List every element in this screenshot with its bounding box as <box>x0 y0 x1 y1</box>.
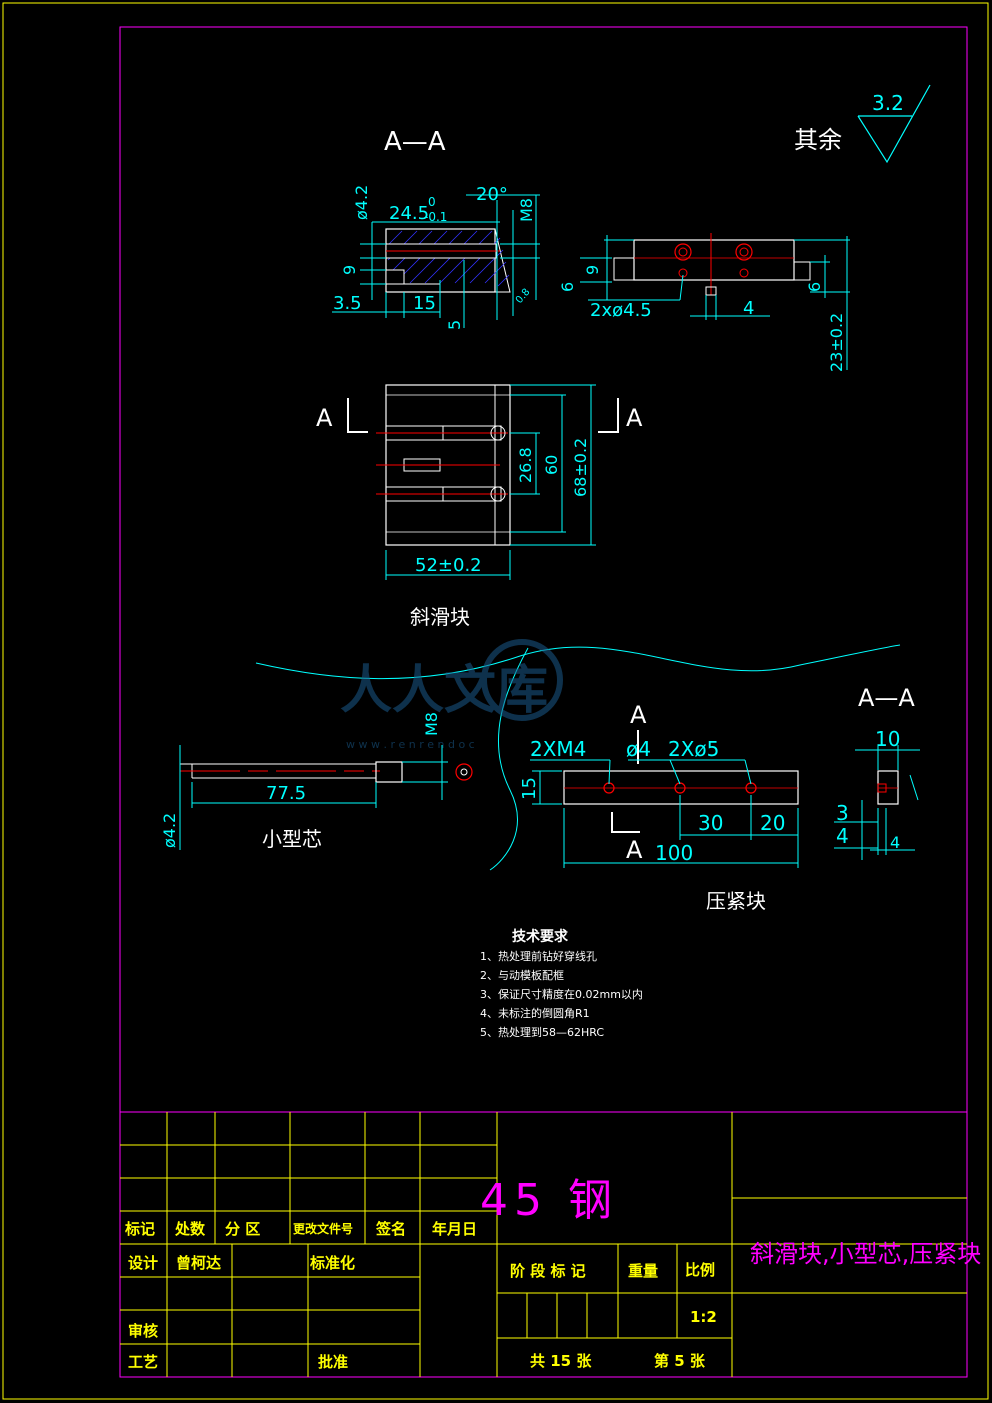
dim-35: 3.5 <box>333 293 362 314</box>
press-dim-4b: 4 <box>890 833 900 852</box>
view-label-a-left: A <box>316 404 333 432</box>
section-label-aa: A—A <box>384 127 446 157</box>
press-view-label-top: A <box>630 701 647 729</box>
dim-9b: 9 <box>583 265 602 275</box>
watermark-text: 人人文库 <box>340 661 548 721</box>
designer-name: 曾柯达 <box>176 1254 221 1272</box>
header-signature: 签名 <box>375 1220 406 1238</box>
part-name: 斜滑块,小型芯,压紧块 <box>750 1240 981 1268</box>
dim-d42: ø4.2 <box>352 185 371 220</box>
header-change-doc: 更改文件号 <box>293 1221 353 1236</box>
total-sheets: 共 15 张 <box>530 1352 592 1370</box>
press-dim-4: 4 <box>836 824 849 848</box>
dim-4: 4 <box>743 298 754 319</box>
dim-23: 23±0.2 <box>827 313 846 372</box>
weight-label: 重量 <box>628 1262 658 1280</box>
break-line-vertical <box>489 647 529 871</box>
dim-rough-small: 0.8 <box>514 287 533 306</box>
title-block <box>120 1111 967 1377</box>
press-dim-30: 30 <box>698 811 723 835</box>
slide-block-name: 斜滑块 <box>410 605 470 629</box>
dim-m8: M8 <box>517 198 536 222</box>
press-dim-10: 10 <box>875 727 900 751</box>
dim-268: 26.8 <box>516 447 535 483</box>
dim-9: 9 <box>340 265 359 275</box>
tech-req-item: 5、热处理到58—62HRC <box>480 1026 604 1039</box>
watermark: 人人文库 w w w . r e n r e n d o c <box>340 639 563 751</box>
header-count: 处数 <box>174 1220 206 1238</box>
scale-label: 比例 <box>685 1261 715 1279</box>
watermark-url: w w w . r e n r e n d o c <box>346 738 475 751</box>
surface-finish-label: 其余 <box>794 126 842 154</box>
dim-245: 24.5 <box>389 203 429 224</box>
dim-5: 5 <box>445 320 464 330</box>
core-dim-len: 77.5 <box>266 783 306 804</box>
core-dim-m8: M8 <box>422 712 441 736</box>
scale-value: 1:2 <box>690 1308 717 1326</box>
tech-req-item: 1、热处理前钻好穿线孔 <box>480 949 597 963</box>
tech-req-item: 4、未标注的倒圆角R1 <box>480 1006 590 1020</box>
press-dim-d4: ø4 <box>626 737 651 761</box>
review-label: 审核 <box>128 1322 158 1340</box>
break-line-horizontal <box>255 644 901 680</box>
surface-finish-value: 3.2 <box>872 91 904 115</box>
press-dim-thread: 2XM4 <box>530 737 586 761</box>
inner-frame <box>119 26 968 1378</box>
press-block: A A 2XM4 ø4 2Xø5 15 30 20 100 A—A <box>519 684 920 913</box>
press-dim-3: 3 <box>836 801 849 825</box>
tech-req-item: 2、与动模板配框 <box>480 968 564 982</box>
material: 45 钢 <box>480 1175 618 1226</box>
title-block-text: 45 钢 斜滑块,小型芯,压紧块 标记 处数 分 区 更改文件号 签名 年月日 … <box>124 1175 981 1371</box>
press-block-name: 压紧块 <box>706 889 766 913</box>
press-dim-15: 15 <box>519 777 540 800</box>
core-dim-dia: ø4.2 <box>160 813 179 848</box>
dim-tol-upper: 0 <box>428 195 436 209</box>
small-core: M8 77.5 ø4.2 小型芯 <box>160 712 473 851</box>
process-label: 工艺 <box>128 1353 158 1371</box>
dim-6r: 6 <box>805 282 824 292</box>
dim-68: 68±0.2 <box>571 438 590 497</box>
standard-label: 标准化 <box>309 1254 355 1272</box>
design-label: 设计 <box>128 1254 158 1272</box>
view-label-a-right: A <box>626 404 643 432</box>
surface-finish-symbol: 其余 3.2 <box>794 84 931 164</box>
press-dim-d5: 2Xø5 <box>668 737 719 761</box>
dim-52: 52±0.2 <box>415 555 482 576</box>
slide-block-section: A—A <box>316 127 850 629</box>
stage-label: 阶 段 标 记 <box>510 1262 586 1280</box>
header-date: 年月日 <box>432 1220 477 1238</box>
press-dim-20: 20 <box>760 811 785 835</box>
dim-60: 60 <box>542 455 561 475</box>
dim-angle: 20° <box>476 184 508 205</box>
tech-req-item: 3、保证尺寸精度在0.02mm以内 <box>480 987 643 1001</box>
header-zone: 分 区 <box>225 1220 260 1238</box>
dim-15: 15 <box>413 293 436 314</box>
dim-6: 6 <box>558 282 577 292</box>
tech-req-title: 技术要求 <box>512 928 569 945</box>
approve-label: 批准 <box>318 1353 348 1371</box>
press-dim-100: 100 <box>655 841 693 865</box>
sheet-number: 第 5 张 <box>654 1352 706 1370</box>
dim-holes: 2xø4.5 <box>590 300 652 321</box>
tech-requirements: 技术要求 1、热处理前钻好穿线孔 2、与动模板配框 3、保证尺寸精度在0.02m… <box>480 928 643 1039</box>
dim-tol-lower: -0.1 <box>424 210 447 224</box>
header-mark: 标记 <box>124 1220 155 1238</box>
small-core-name: 小型芯 <box>262 827 322 851</box>
slide-block-dims <box>332 194 540 328</box>
press-section-label: A—A <box>858 684 915 712</box>
press-view-label-bottom: A <box>626 836 643 864</box>
